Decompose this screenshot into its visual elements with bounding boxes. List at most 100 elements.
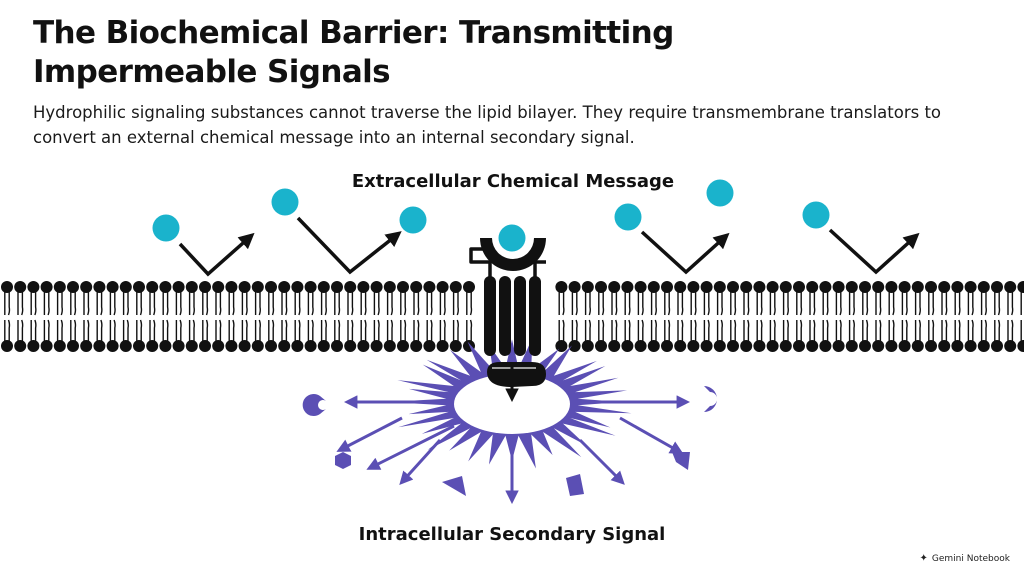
lipid-tail bbox=[562, 291, 565, 316]
phospholipid-head bbox=[687, 340, 700, 352]
lipid-tail bbox=[219, 319, 222, 342]
phospholipid-head bbox=[621, 281, 634, 293]
lipid-tail bbox=[958, 291, 961, 316]
phospholipid-head bbox=[911, 340, 924, 352]
phospholipid-head bbox=[779, 340, 792, 352]
phospholipid-head bbox=[317, 281, 330, 293]
lipid-tail bbox=[667, 319, 671, 342]
phospholipid-head bbox=[1004, 281, 1017, 293]
phospholipid-head bbox=[291, 281, 304, 293]
phospholipid-head bbox=[621, 340, 634, 352]
lipid-tail bbox=[945, 319, 948, 342]
phospholipid-head bbox=[832, 281, 845, 293]
phospholipid-head bbox=[53, 340, 66, 352]
phospholipid-head bbox=[595, 340, 607, 352]
lipid-tail bbox=[826, 319, 829, 342]
lipid-tail bbox=[971, 319, 974, 342]
phospholipid-head bbox=[423, 281, 436, 293]
phospholipid-head bbox=[331, 281, 343, 293]
lipid-tail bbox=[879, 291, 882, 316]
phospholipid-head bbox=[67, 340, 79, 352]
phospholipid-head bbox=[753, 340, 766, 352]
lipid-tail bbox=[879, 319, 882, 342]
lipid-tail bbox=[7, 291, 11, 316]
phospholipid-head bbox=[766, 340, 779, 352]
lipid-tail bbox=[351, 291, 354, 316]
phospholipid-head bbox=[859, 340, 871, 352]
lipid-tail bbox=[456, 319, 459, 342]
phospholipid-head bbox=[410, 281, 423, 293]
lipid-tail bbox=[786, 291, 789, 316]
phospholipid-head bbox=[938, 340, 951, 352]
phospholipid-head bbox=[1, 281, 13, 293]
lipid-tail bbox=[747, 319, 750, 342]
lipid-tail bbox=[21, 319, 24, 342]
lipid-tail bbox=[852, 319, 855, 342]
lipid-tail bbox=[931, 291, 935, 316]
lipid-tail bbox=[285, 291, 288, 316]
phospholipid-head bbox=[212, 281, 225, 293]
lipid-tail bbox=[786, 319, 789, 342]
phospholipid-head bbox=[265, 340, 277, 352]
lipid-tail bbox=[760, 319, 763, 342]
phospholipid-head bbox=[819, 281, 832, 293]
phospholipid-head bbox=[370, 281, 383, 293]
lipid-tail bbox=[575, 291, 578, 316]
intracellular-label: Intracellular Secondary Signal bbox=[358, 524, 666, 545]
lipid-tail bbox=[443, 291, 446, 316]
lipid-tail bbox=[390, 319, 393, 342]
lipid-tail bbox=[377, 319, 380, 342]
lipid-tail bbox=[667, 291, 671, 316]
lipid-tail bbox=[47, 291, 50, 316]
lipid-tail bbox=[298, 319, 301, 342]
phospholipid-head bbox=[845, 340, 858, 352]
lipid-tail bbox=[707, 291, 710, 316]
receptor-helix bbox=[514, 276, 526, 356]
phospholipid-head bbox=[938, 281, 951, 293]
lipid-tail bbox=[1011, 291, 1014, 316]
lipid-tail bbox=[601, 291, 605, 316]
phospholipid-head bbox=[1017, 340, 1024, 352]
lipid-tail bbox=[971, 291, 974, 316]
phospholipid-head bbox=[700, 281, 713, 293]
phospholipid-head bbox=[304, 281, 317, 293]
phospholipid-head bbox=[687, 281, 700, 293]
lipid-tail bbox=[258, 291, 261, 316]
lipid-tail bbox=[958, 319, 961, 342]
lipid-tail bbox=[931, 319, 935, 342]
brand-watermark: ✦ Gemini Notebook bbox=[920, 554, 1010, 565]
phospholipid-head bbox=[357, 281, 370, 293]
phospholipid-head bbox=[397, 340, 409, 352]
lipid-tail bbox=[641, 291, 644, 316]
phospholipid-head bbox=[806, 340, 819, 352]
lipid-tail bbox=[799, 291, 803, 316]
lipid-tail bbox=[139, 319, 143, 342]
phospholipid-head bbox=[845, 281, 858, 293]
phospholipid-head bbox=[779, 281, 792, 293]
phospholipid-head bbox=[911, 281, 924, 293]
lipid-tail bbox=[219, 291, 222, 316]
receptor-binding-pocket bbox=[480, 238, 546, 271]
phospholipid-head bbox=[383, 340, 396, 352]
phospholipid-head bbox=[991, 340, 1003, 352]
phospholipid-head bbox=[700, 340, 713, 352]
lipid-tail bbox=[417, 291, 420, 316]
lipid-tail bbox=[403, 319, 407, 342]
lipid-tail bbox=[34, 319, 37, 342]
lipid-tail bbox=[720, 319, 723, 342]
phospholipid-head bbox=[872, 340, 885, 352]
phospholipid-head bbox=[251, 281, 264, 293]
phospholipid-head bbox=[27, 340, 40, 352]
lipid-tail bbox=[654, 291, 657, 316]
lipid-tail bbox=[192, 319, 195, 342]
lipid-tail bbox=[179, 319, 182, 342]
extracellular-label: Extracellular Chemical Message bbox=[351, 171, 675, 192]
lipid-tail bbox=[654, 319, 657, 342]
phospholipid-head bbox=[93, 281, 106, 293]
lipid-tail bbox=[232, 319, 235, 342]
phospholipid-head bbox=[766, 281, 779, 293]
phospholipid-head bbox=[119, 340, 132, 352]
phospholipid-head bbox=[713, 340, 726, 352]
phospholipid-head bbox=[397, 281, 409, 293]
